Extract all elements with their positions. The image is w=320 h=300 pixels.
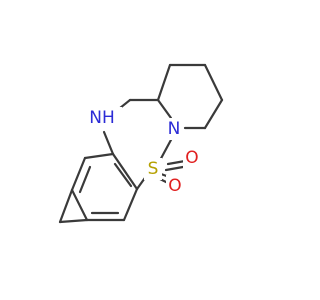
- bond-ar1-ar2: [111, 152, 139, 191]
- s-label-bg: [144, 158, 162, 180]
- o1-atom-label: O: [185, 148, 198, 168]
- bond-ar1-ar2-inner: [113, 162, 133, 188]
- bond-s-o1-b: [164, 165, 185, 172]
- bond-cp-right: [58, 218, 89, 224]
- bond-ar5-ar6: [70, 156, 87, 192]
- atom-labels: NH N S O O: [86, 107, 201, 197]
- s-atom-label: S: [148, 159, 159, 179]
- bond-ar2-ar3: [122, 187, 139, 222]
- bond-cp-left: [58, 188, 74, 224]
- n-atom-label: N: [168, 119, 181, 139]
- bond-ch-c1: [156, 63, 172, 102]
- bond-ar4-ar5: [70, 188, 89, 222]
- bond-ar6-ar1: [83, 152, 115, 160]
- nh-label-bg: [86, 107, 122, 129]
- n-label-bg: [165, 118, 183, 140]
- molecule-structure-canvas: NH N S O O: [58, 63, 224, 224]
- bonds: [58, 63, 224, 224]
- molecule-svg: NH N S O O: [58, 63, 224, 224]
- bond-c3-c4: [203, 98, 224, 130]
- bond-c2-c3: [203, 63, 224, 102]
- o1-label-bg: [183, 147, 201, 169]
- o2-atom-label: O: [168, 176, 181, 196]
- bond-ar5-ar6-inner: [78, 165, 92, 194]
- bond-ch-n: [156, 98, 173, 120]
- nh-atom-label: NH: [89, 108, 115, 128]
- bond-nh-aryl: [102, 130, 115, 156]
- bond-s-o1-a: [166, 159, 187, 166]
- o2-label-bg: [166, 175, 184, 197]
